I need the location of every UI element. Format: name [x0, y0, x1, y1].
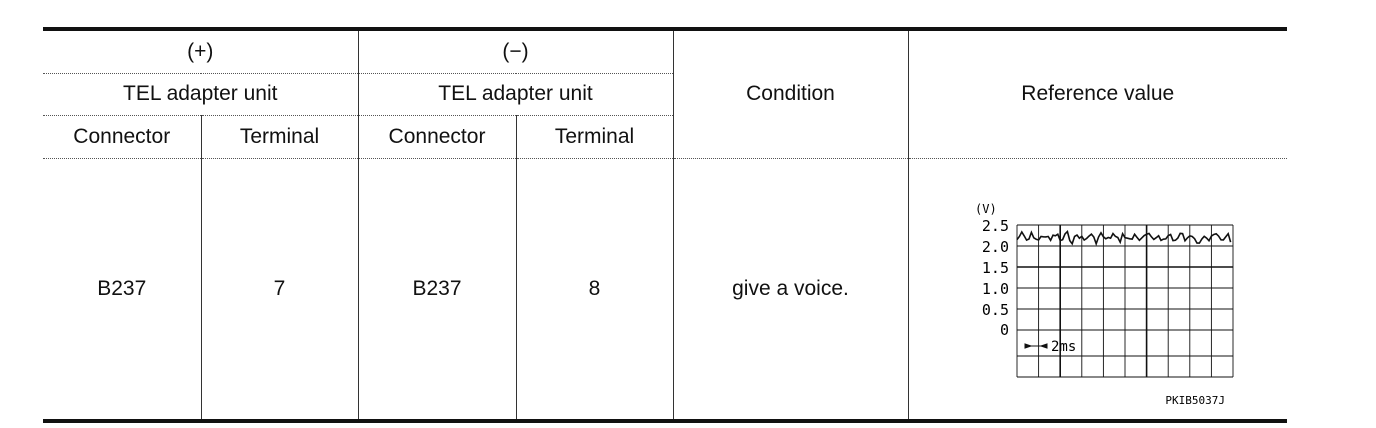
- reference-value-header: Reference value: [907, 31, 1287, 159]
- y-tick-0-5: 0.5: [981, 301, 1008, 319]
- minus-header: (−): [357, 31, 673, 74]
- reference-value-cell: (V) 2.5 2.0 1.5 1.0 0.5 0 2ms PKIB5037J: [907, 158, 1287, 419]
- minus-connector-header: Connector: [357, 115, 516, 159]
- y-tick-2-5: 2.5: [981, 217, 1008, 235]
- time-division-marker: [1024, 342, 1047, 349]
- table-top-rule: [43, 27, 1287, 31]
- plus-connector-cell: B237: [97, 276, 147, 300]
- figure-code: PKIB5037J: [1165, 394, 1225, 407]
- minus-unit-header: TEL adapter unit: [357, 73, 673, 116]
- condition-header: Condition: [672, 31, 908, 159]
- plus-unit-header: TEL adapter unit: [43, 73, 358, 116]
- oscilloscope-graph: (V) 2.5 2.0 1.5 1.0 0.5 0 2ms PKIB5037J: [975, 202, 1233, 407]
- plus-connector-header: Connector: [43, 115, 201, 159]
- time-division-label: 2ms: [1051, 339, 1076, 355]
- y-tick-1-0: 1.0: [981, 280, 1008, 298]
- oscilloscope-grid: [1016, 224, 1233, 377]
- table-bottom-rule: [43, 419, 1287, 423]
- oscilloscope-figure: (V) 2.5 2.0 1.5 1.0 0.5 0 2ms PKIB5037J: [967, 199, 1237, 417]
- y-tick-1-5: 1.5: [981, 259, 1008, 277]
- minus-connector-cell: B237: [357, 158, 516, 419]
- condition-cell: give a voice.: [672, 158, 908, 419]
- voltage-waveform: [1015, 229, 1231, 246]
- y-tick-2-0: 2.0: [981, 238, 1008, 256]
- minus-terminal-cell: 8: [515, 158, 673, 419]
- plus-terminal-cell: 7: [200, 158, 358, 419]
- reference-value-table: (+) (−) Condition Reference value TEL ad…: [43, 31, 1287, 419]
- plus-header: (+): [43, 31, 358, 74]
- volt-unit-label: (V): [975, 202, 997, 216]
- minus-terminal-header: Terminal: [515, 115, 673, 159]
- plus-terminal-header: Terminal: [200, 115, 358, 159]
- y-tick-0: 0: [999, 321, 1008, 339]
